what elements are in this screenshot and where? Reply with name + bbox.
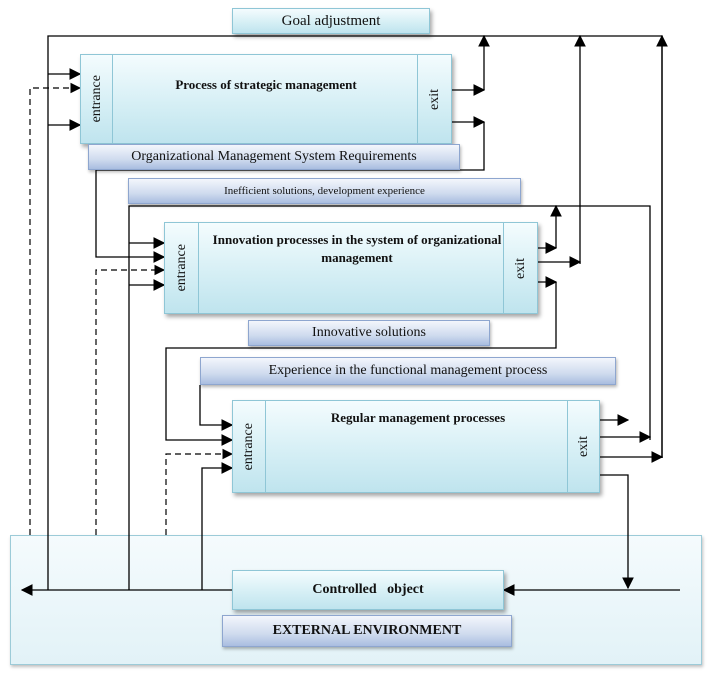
innovative-loop-line [165, 282, 557, 446]
external-environment-label: EXTERNAL ENVIRONMENT [272, 623, 462, 638]
dashed-env-line-2 [95, 264, 166, 535]
external-environment-box: EXTERNAL ENVIRONMENT [222, 615, 512, 647]
inefficient-solutions-label: Inefficient solutions, development exper… [224, 185, 425, 197]
regular-entrance-label: entrance [241, 422, 256, 471]
strategic-title: Process of strategic management [121, 77, 411, 93]
inefficient-solutions-box: Inefficient solutions, development exper… [128, 178, 521, 204]
dashed-env-line-3 [165, 448, 234, 535]
goal-adjustment-label: Goal adjustment [281, 12, 381, 29]
controlled-object-box: Controlled object [232, 570, 504, 610]
innovation-title: Innovation processes in the system of or… [209, 231, 505, 267]
innovative-solutions-label: Innovative solutions [312, 325, 426, 340]
strategic-exit-label: exit [426, 88, 442, 110]
dashed-env-line-1 [29, 82, 82, 535]
innovation-exit-label: exit [512, 257, 528, 279]
strategic-process-box: entrance Process of strategic management… [80, 54, 452, 144]
goal-adjustment-box: Goal adjustment [232, 8, 430, 34]
inefficient-loop-line [128, 205, 651, 590]
org-requirements-box: Organizational Management System Require… [88, 144, 460, 170]
controlled-object-label: Controlled object [312, 582, 424, 597]
strategic-exit: exit [417, 55, 451, 143]
innovation-entrance: entrance [165, 223, 199, 313]
regular-title: Regular management processes [273, 410, 563, 426]
org-requirements-label: Organizational Management System Require… [131, 149, 417, 164]
strategic-entrance-label: entrance [88, 75, 104, 123]
innovation-title-label: Innovation processes in the system of or… [212, 232, 502, 265]
regular-exit: exit [567, 401, 599, 492]
regular-exit-label: exit [575, 436, 591, 457]
regular-title-label: Regular management processes [330, 410, 506, 425]
regular-process-box: entrance Regular management processes ex… [232, 400, 600, 493]
innovation-process-box: entrance Innovation processes in the sys… [164, 222, 538, 314]
strategic-entrance: entrance [81, 55, 113, 143]
innovative-solutions-box: Innovative solutions [248, 320, 490, 346]
innovation-exit: exit [503, 223, 537, 313]
innovation-entrance-label: entrance [173, 244, 189, 292]
experience-functional-label: Experience in the functional management … [268, 363, 548, 378]
strategic-title-label: Process of strategic management [175, 77, 357, 92]
regular-entrance: entrance [233, 401, 266, 492]
experience-functional-box: Experience in the functional management … [200, 357, 616, 385]
